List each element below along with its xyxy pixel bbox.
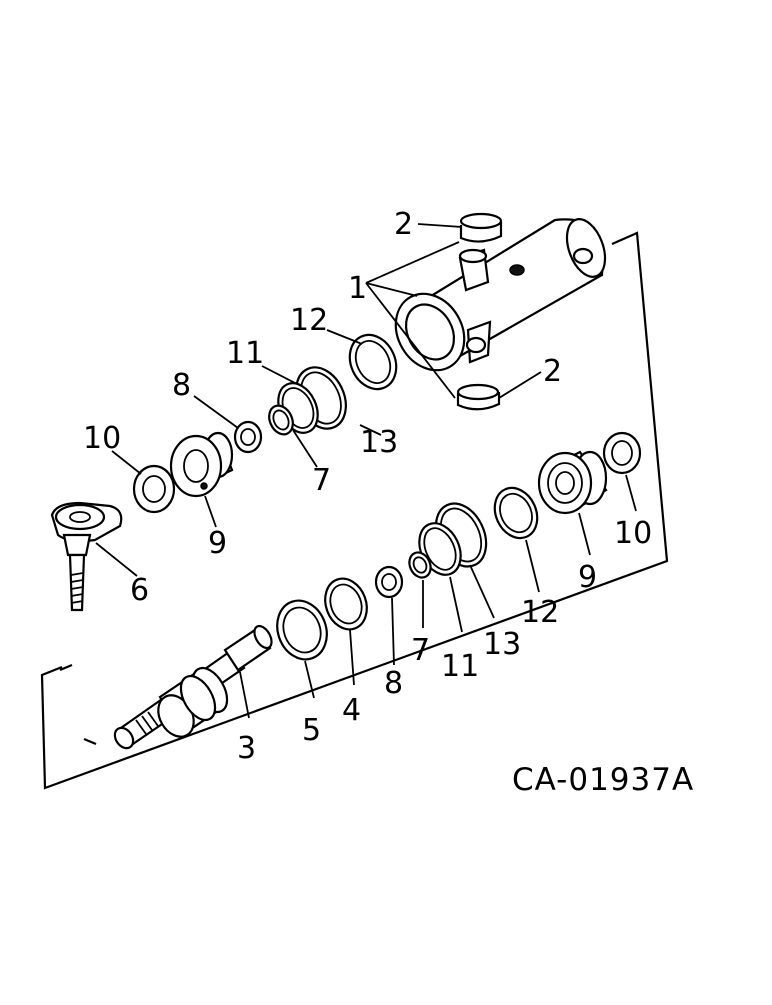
o-ring-7-upper xyxy=(268,404,294,436)
callout-2-upper: 2 xyxy=(394,207,413,242)
o-ring-7-lower xyxy=(408,551,432,579)
callout-10-lower: 10 xyxy=(614,516,652,551)
bushing-upper xyxy=(459,212,503,243)
callout-11-upper: 11 xyxy=(226,336,264,371)
callout-8-upper: 8 xyxy=(172,368,191,403)
callout-3: 3 xyxy=(237,731,256,766)
callout-1: 1 xyxy=(348,271,367,306)
cylinder-body xyxy=(394,218,607,372)
washer-8-lower xyxy=(374,565,404,599)
callout-12-upper: 12 xyxy=(290,303,328,338)
callout-11-lower: 11 xyxy=(441,649,479,684)
drawing-code: CA-01937A xyxy=(512,762,694,798)
bushing-lower xyxy=(456,383,501,411)
callout-6: 6 xyxy=(130,573,149,608)
gland-9-lower xyxy=(537,450,608,515)
callout-12-lower: 12 xyxy=(521,595,559,630)
callout-labels: 2 1 2 12 11 8 13 7 10 9 6 10 9 12 13 11 … xyxy=(83,207,652,766)
callout-10-upper: 10 xyxy=(83,421,121,456)
callout-9-lower: 9 xyxy=(578,560,597,595)
callout-9-upper: 9 xyxy=(208,526,227,561)
callout-13-lower: 13 xyxy=(483,627,521,662)
gland-9-upper xyxy=(169,431,234,498)
callout-13-upper: 13 xyxy=(360,425,398,460)
callout-4: 4 xyxy=(342,693,361,728)
ring-5 xyxy=(276,599,328,661)
callout-7-upper: 7 xyxy=(312,463,331,498)
callout-2-lower: 2 xyxy=(543,354,562,389)
seal-ring-12-upper xyxy=(348,333,398,391)
clevis-6 xyxy=(50,501,123,612)
washer-8-upper xyxy=(233,420,263,454)
callout-8-lower: 8 xyxy=(384,666,403,701)
assembly-outline xyxy=(40,231,669,790)
ring-4 xyxy=(324,577,368,631)
seal-ring-12-lower xyxy=(493,486,539,540)
wiper-10-upper xyxy=(132,464,176,514)
leader-lines xyxy=(95,223,637,719)
piston-rod-3 xyxy=(113,624,273,750)
wiper-10-lower xyxy=(602,431,642,475)
callout-7-lower: 7 xyxy=(411,633,430,668)
callout-5: 5 xyxy=(302,713,321,748)
